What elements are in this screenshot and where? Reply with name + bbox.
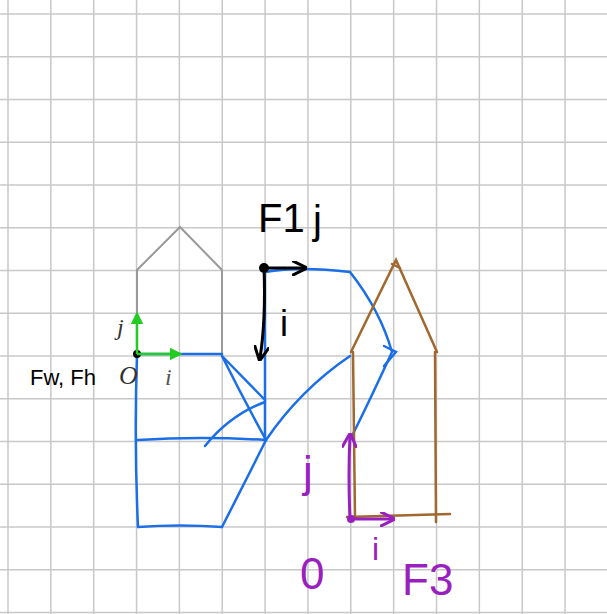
basis-label: i (165, 364, 172, 390)
grid-line (0, 13, 607, 15)
basis-label: i (280, 304, 288, 344)
grid-line (0, 56, 607, 58)
grid-line (307, 0, 309, 614)
house-wall (353, 352, 355, 518)
grid-line (7, 0, 9, 614)
grid-line (564, 0, 566, 614)
grid-line (0, 441, 607, 443)
brown-house (347, 260, 450, 522)
grid-line (93, 0, 95, 614)
mapped-houses (136, 269, 396, 527)
grid-line (0, 313, 607, 315)
blue-edge (137, 353, 222, 356)
basis-label: j (117, 314, 124, 340)
grid-line (0, 355, 607, 357)
grid-line (0, 612, 607, 614)
grid-line (0, 99, 607, 101)
blue-edge (266, 356, 350, 440)
house-floor (347, 514, 450, 517)
blue-edge (222, 356, 266, 440)
grid-line (393, 0, 395, 614)
blue-edge (222, 440, 266, 527)
grid-line (521, 0, 523, 614)
blue-edge (384, 346, 396, 366)
blue-edge (350, 272, 392, 440)
origin-label: 0 (300, 550, 324, 598)
basis-arrow (137, 353, 180, 356)
grid-line (0, 270, 607, 272)
grid-line (0, 526, 607, 528)
house-roof (392, 264, 400, 268)
basis-arrow (136, 314, 139, 354)
blue-edge (265, 269, 350, 272)
grid-line (0, 398, 607, 400)
grid-line (0, 142, 607, 144)
basis-arrow (264, 267, 304, 270)
basis-arrow (351, 518, 392, 521)
house-wall (435, 352, 436, 522)
blue-edge (205, 402, 265, 446)
frame-name: F3 (402, 556, 453, 604)
blue-edge (138, 526, 222, 528)
basis-arrow (349, 436, 350, 519)
grid-line (179, 0, 181, 614)
frame-name: Fw, Fh (30, 366, 96, 390)
frame-name: F1 (258, 196, 305, 240)
basis-label: i (372, 532, 379, 567)
basis-arrow (260, 268, 265, 358)
basis-label: j (313, 198, 322, 242)
grid-line (0, 184, 607, 186)
blue-edge (138, 438, 266, 440)
basis-label: j (303, 448, 313, 496)
reference-house (137, 227, 222, 354)
grid-line (50, 0, 52, 614)
origin-label: O (119, 362, 138, 391)
grid-line (479, 0, 481, 614)
grid-line (436, 0, 438, 614)
house-roof (351, 260, 437, 352)
